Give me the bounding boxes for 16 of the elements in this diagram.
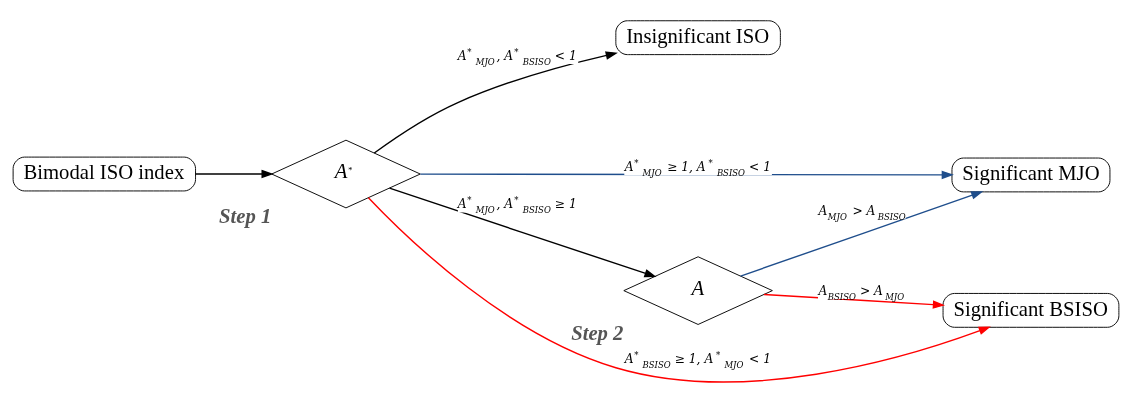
node-diamond: A bbox=[623, 256, 773, 325]
arrow bbox=[194, 169, 274, 179]
arrow bbox=[388, 187, 657, 278]
arrow bbox=[739, 191, 984, 277]
node-diamond: A$^{*}$ bbox=[271, 139, 421, 209]
edge-label: A$^{*}$$_{MJO}$ ≥ 1, A$^{*}$$_{BSISO}$ < 1 bbox=[624, 157, 771, 178]
node-box: Significant MJO bbox=[951, 157, 1111, 193]
edge-label: A$^{*}$$_{BSISO}$ ≥ 1, A$^{*}$$_{MJO}$ < 1 bbox=[624, 350, 771, 371]
node-label: Step 2 bbox=[571, 322, 624, 345]
node-box: Significant BSISO bbox=[942, 292, 1120, 328]
node-box: Insignificant ISO bbox=[615, 20, 781, 56]
node-box: Bimodal ISO index bbox=[12, 156, 196, 192]
edge-label: A$^{*}$$_{MJO}$, A$^{*}$$_{BSISO}$ ≥ 1 bbox=[457, 195, 577, 216]
edge-label: A$^{*}$$_{MJO}$, A$^{*}$$_{BSISO}$ < 1 bbox=[457, 46, 577, 67]
edge-label: A$_{MJO}$ > A$_{BSISO}$ bbox=[818, 203, 906, 222]
node-label: Step 1 bbox=[219, 205, 272, 228]
